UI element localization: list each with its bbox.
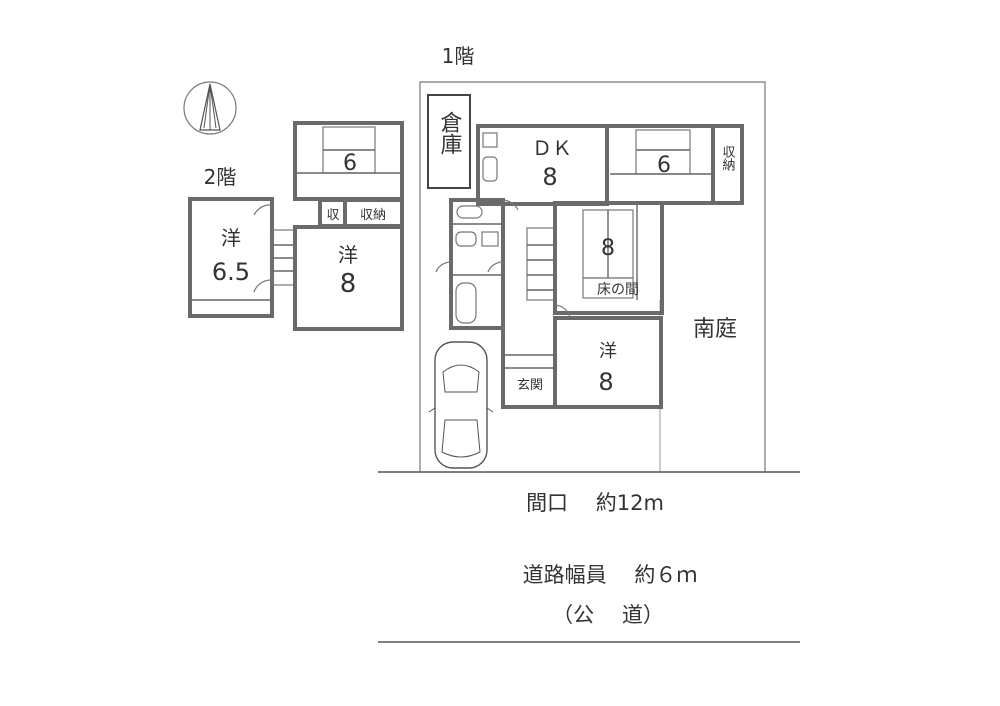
lot-boundary [419, 81, 766, 472]
stairs-1f [526, 227, 556, 301]
door-swing [253, 279, 273, 293]
bathtub-icon [455, 282, 477, 324]
closet-label: 収納 [720, 145, 736, 172]
first-floor-label: 1階 [442, 44, 475, 68]
sink-icon [455, 231, 477, 247]
second-floor-plan: 2階 6 洋 6.5 洋 8 収 収納 [188, 121, 404, 331]
road-type-text: （公 道） [552, 603, 664, 627]
storage-shed [427, 94, 471, 189]
room-yoshitsu-8-1f [553, 316, 663, 409]
room-washitsu-8 [553, 201, 664, 315]
room-name: 洋 [599, 341, 617, 362]
tokonoma-label: 床の間 [597, 282, 639, 298]
road-width-text: 道路幅員 約６ｍ [523, 563, 698, 587]
door-swing [253, 204, 273, 216]
room-name: 洋 [338, 243, 358, 267]
room-size: 6.5 [212, 258, 250, 286]
north-compass-icon [183, 81, 237, 135]
room-name: 洋 [221, 226, 241, 250]
car-icon [428, 341, 494, 469]
garden-label: 南庭 [693, 317, 737, 342]
second-floor-label: 2階 [204, 165, 237, 189]
closet-label: 収納 [360, 208, 386, 223]
room-size: 6 [343, 151, 357, 176]
closet-label: 収 [326, 208, 339, 223]
storage-shed-label: 倉庫 [437, 111, 463, 155]
toilet-icon [456, 205, 483, 219]
room-name: ＤＫ [532, 136, 572, 160]
room-size: 8 [598, 368, 613, 396]
room-size: 8 [542, 163, 557, 191]
wet-area [449, 198, 505, 330]
frontage-text: 間口 約12m [526, 491, 664, 515]
room-size: 8 [340, 269, 357, 299]
entrance-label: 玄関 [517, 378, 543, 393]
room-size: 6 [657, 153, 671, 178]
room-size: 8 [601, 236, 615, 261]
first-floor-plan: 1階 倉庫 ＤＫ 8 6 収納 8 床の間 [378, 44, 800, 473]
